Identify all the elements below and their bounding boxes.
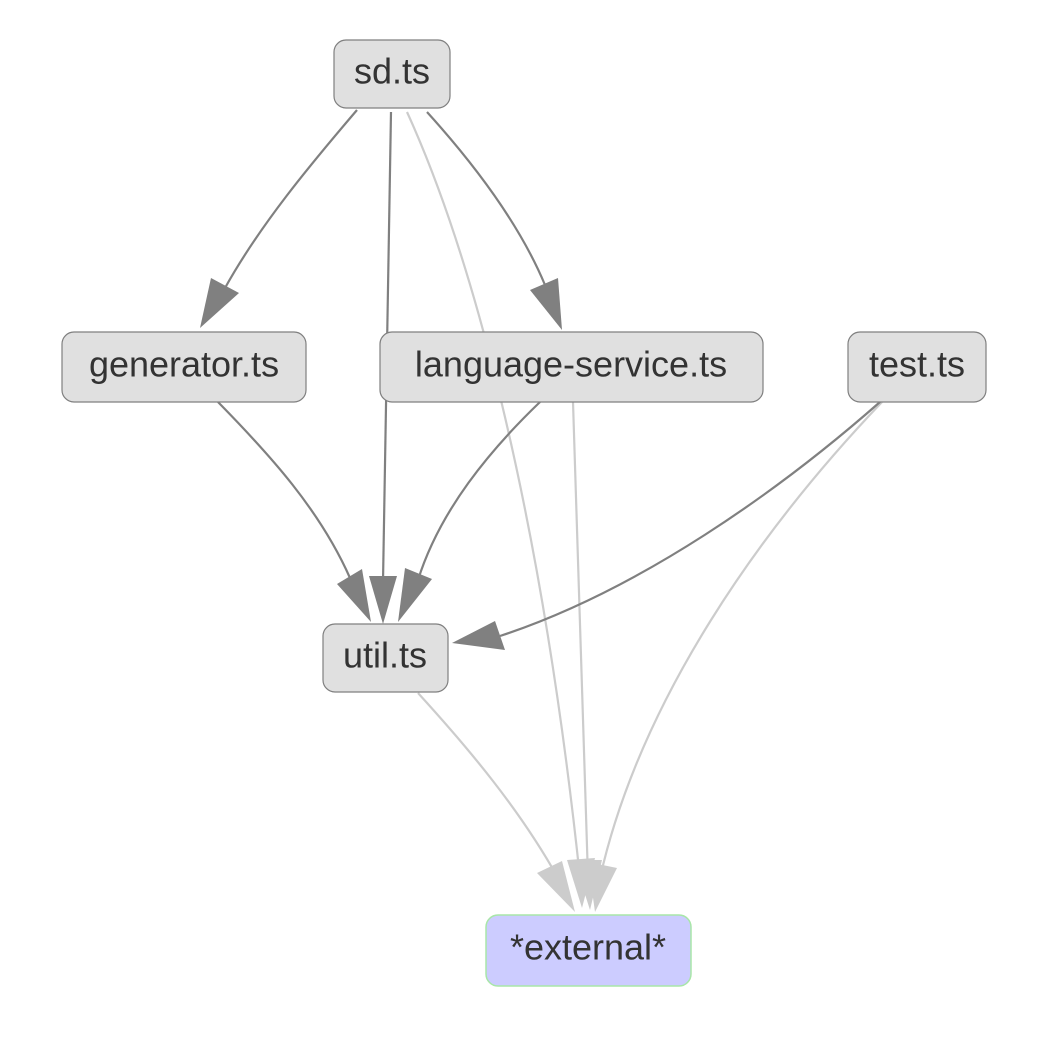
node-sd[interactable]: sd.ts: [333, 39, 451, 109]
node-label-language-service: language-service.ts: [415, 344, 727, 385]
arrowhead-sd-to-language-service: [530, 278, 562, 330]
edge-test-to-util: [499, 401, 881, 638]
arrowhead-language-service-to-util: [398, 568, 432, 622]
external-edges: [405, 111, 883, 912]
edge-language-service-to-external: [571, 401, 590, 879]
edge-util-to-external: [417, 692, 559, 879]
node-label-util: util.ts: [343, 635, 427, 676]
edge-generator-to-util: [217, 401, 352, 579]
node-label-generator: generator.ts: [89, 344, 279, 385]
node-label-external: *external*: [510, 927, 666, 968]
node-util[interactable]: util.ts: [322, 623, 449, 693]
arrowhead-test-to-external: [588, 862, 617, 912]
arrowhead-util-to-external: [537, 861, 575, 912]
node-label-test: test.ts: [869, 344, 965, 385]
node-language-service[interactable]: language-service.ts: [379, 331, 764, 403]
node-test[interactable]: test.ts: [847, 331, 987, 403]
node-generator[interactable]: generator.ts: [61, 331, 307, 403]
internal-edges: [200, 109, 881, 650]
edge-test-to-external: [598, 401, 883, 879]
arrowhead-sd-to-util: [369, 576, 397, 624]
edge-sd-to-generator: [224, 109, 358, 289]
node-external[interactable]: *external*: [485, 914, 692, 987]
edge-language-service-to-util: [416, 401, 541, 581]
arrowhead-sd-to-generator: [200, 278, 239, 328]
edge-sd-to-language-service: [426, 111, 547, 286]
arrowhead-test-to-util: [452, 621, 505, 650]
edge-sd-to-external: [405, 111, 582, 879]
arrowhead-generator-to-util: [337, 569, 371, 622]
node-label-sd: sd.ts: [354, 51, 430, 92]
